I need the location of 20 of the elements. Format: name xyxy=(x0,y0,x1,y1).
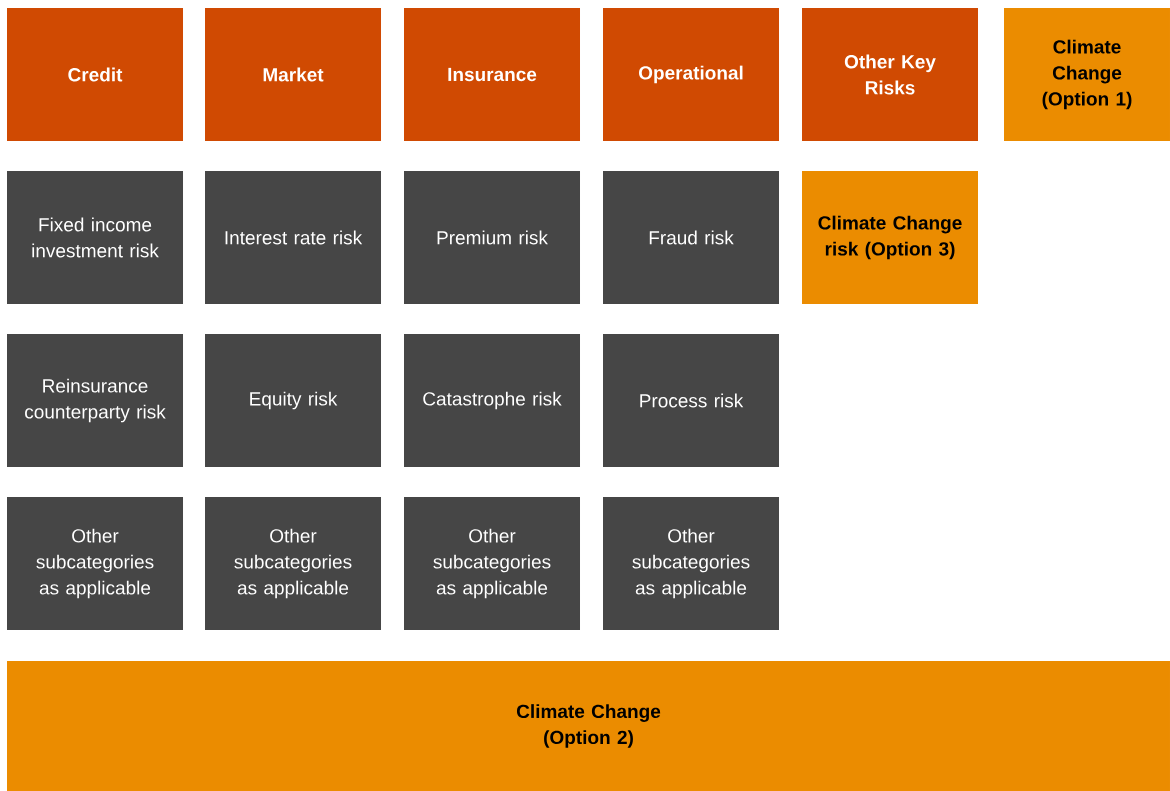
subcategory-box: Other subcategories as applicable xyxy=(205,497,381,630)
option-box: Climate Change (Option 2) xyxy=(7,661,1170,791)
heading-box: Credit xyxy=(7,8,183,141)
heading-box: Market xyxy=(205,8,381,141)
heading-box: Insurance xyxy=(404,8,580,141)
option-box: Climate Change (Option 1) xyxy=(1004,8,1170,141)
subcategory-box: Fraud risk xyxy=(603,171,779,304)
heading-box: Operational xyxy=(603,8,779,141)
subcategory-box: Equity risk xyxy=(205,334,381,467)
subcategory-box: Catastrophe risk xyxy=(404,334,580,467)
option-box: Climate Change risk (Option 3) xyxy=(802,171,978,304)
subcategory-box: Other subcategories as applicable xyxy=(7,497,183,630)
heading-box: Other Key Risks xyxy=(802,8,978,141)
subcategory-box: Other subcategories as applicable xyxy=(603,497,779,630)
subcategory-box: Interest rate risk xyxy=(205,171,381,304)
subcategory-box: Premium risk xyxy=(404,171,580,304)
subcategory-box: Fixed income investment risk xyxy=(7,171,183,304)
subcategory-box: Other subcategories as applicable xyxy=(404,497,580,630)
subcategory-box: Process risk xyxy=(603,334,779,467)
subcategory-box: Reinsurance counterparty risk xyxy=(7,334,183,467)
